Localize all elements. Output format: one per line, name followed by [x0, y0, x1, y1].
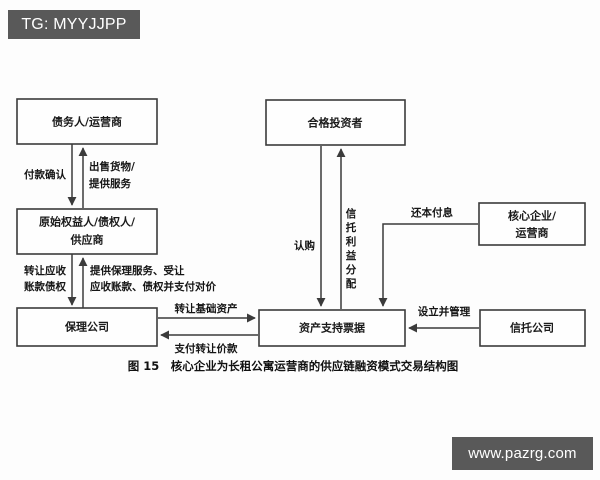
- node-core-enterprise: 核心企业/ 运营商: [478, 202, 586, 246]
- node-label-qualified-investor: 合格投资者: [308, 116, 363, 130]
- edge-subscription: 认购: [294, 146, 326, 307]
- site-watermark-badge: www.pazrg.com: [452, 437, 593, 470]
- node-label-trust-company: 信托公司: [510, 321, 554, 335]
- edge-label-transfer-receivables-line1: 转让应收: [24, 264, 66, 277]
- node-factoring-company: 保理公司: [16, 307, 158, 347]
- edge-label-repay-principal-interest: 还本付息: [410, 206, 453, 219]
- node-label-core-enterprise-line1: 核心企业/: [508, 209, 557, 223]
- edge-factoring-service: 提供保理服务、受让 应收账款、债权并支付对价: [78, 257, 216, 308]
- edge-label-transfer-base-asset: 转让基础资产: [175, 302, 238, 315]
- node-debtor-operator: 债务人/运营商: [16, 98, 158, 145]
- edge-establish-and-manage: 设立并管理: [408, 305, 479, 333]
- node-qualified-investor: 合格投资者: [265, 99, 406, 146]
- edge-label-trust-benefit-char3: 利: [346, 235, 357, 248]
- node-box-originator: [16, 208, 158, 255]
- node-box-qualified-investor: [265, 99, 406, 146]
- node-box-factoring-company: [16, 307, 158, 347]
- edge-label-payment-confirmation: 付款确认: [24, 168, 66, 181]
- edge-label-sell-goods-line1: 出售货物/: [89, 160, 135, 173]
- node-box-abn: [258, 309, 406, 347]
- node-box-trust-company: [479, 309, 586, 347]
- edge-label-factoring-service-line1: 提供保理服务、受让: [90, 264, 185, 277]
- node-label-originator-line2: 供应商: [70, 233, 104, 247]
- edge-label-trust-benefit-char1: 信: [346, 207, 357, 220]
- edge-label-factoring-service-line2: 应收账款、债权并支付对价: [90, 280, 216, 293]
- node-label-originator-line1: 原始权益人/债权人/: [39, 215, 136, 229]
- edge-transfer-receivables: 转让应收 账款债权: [23, 254, 77, 306]
- edge-label-trust-benefit-char5: 分: [346, 263, 357, 276]
- edge-transfer-base-asset: 转让基础资产: [158, 302, 256, 323]
- edge-label-establish-and-manage: 设立并管理: [418, 305, 471, 318]
- edge-label-pay-transfer-price: 支付转让价款: [174, 342, 238, 355]
- edge-repay-principal-interest: 还本付息: [378, 206, 478, 307]
- edge-label-trust-benefit-char2: 托: [346, 221, 357, 234]
- node-label-debtor-operator: 债务人/运营商: [52, 115, 122, 129]
- edge-label-trust-benefit-char6: 配: [346, 278, 357, 290]
- node-trust-company: 信托公司: [479, 309, 586, 347]
- figure-caption: 图 15 核心企业为长租公寓运营商的供应链融资模式交易结构图: [128, 359, 459, 373]
- node-originator: 原始权益人/债权人/ 供应商: [16, 208, 158, 255]
- edge-payment-confirmation: 付款确认: [24, 144, 77, 206]
- edge-pay-transfer-price: 支付转让价款: [160, 330, 258, 355]
- edge-sell-goods-services: 出售货物/ 提供服务: [78, 147, 135, 208]
- edge-trust-benefit-distribution: 信 托 利 益 分 配: [336, 148, 357, 309]
- node-abn: 资产支持票据: [258, 309, 406, 347]
- edge-label-trust-benefit-char4: 益: [346, 249, 357, 262]
- node-box-core-enterprise: [478, 202, 586, 246]
- edge-line-repay-principal-interest: [378, 223, 478, 307]
- node-label-core-enterprise-line2: 运营商: [516, 226, 549, 240]
- telegram-watermark-badge: TG: MYYJJPP: [8, 10, 140, 39]
- edge-label-subscription: 认购: [294, 239, 315, 252]
- edge-label-sell-goods-line2: 提供服务: [89, 177, 131, 190]
- node-label-factoring-company: 保理公司: [64, 320, 109, 334]
- node-label-abn: 资产支持票据: [299, 321, 365, 335]
- node-box-debtor-operator: [16, 98, 158, 145]
- edge-label-transfer-receivables-line2: 账款债权: [23, 280, 66, 293]
